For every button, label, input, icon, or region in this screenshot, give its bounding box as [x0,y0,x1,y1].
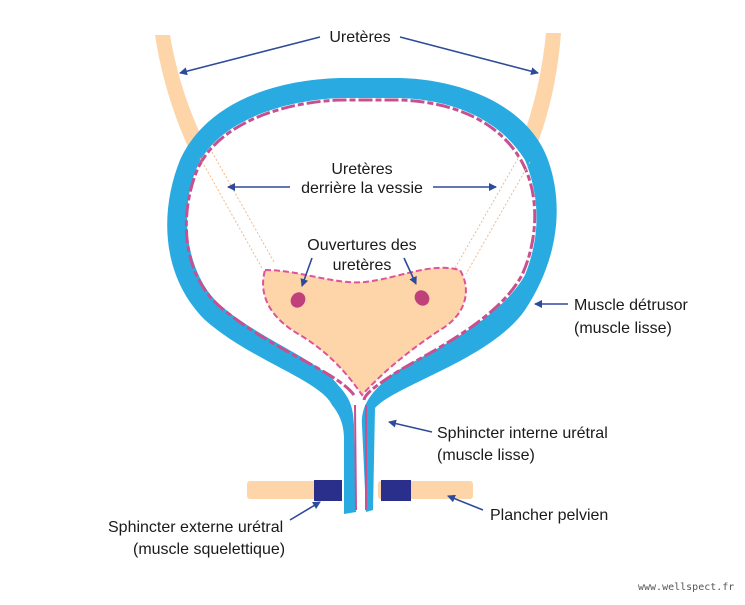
arrow-ureteres-left [179,36,321,76]
label-ureteres: Uretères [329,29,390,46]
label-sphincter-externe-line1: Sphincter externe urétral [108,519,283,536]
arrow-ouverture-right [403,257,417,285]
arrow-ouverture-left [300,257,313,287]
external-sphincter-right [381,480,411,501]
detrusor-muscle [167,78,557,514]
urethra-lining-left [354,404,357,511]
ureter-opening-left [290,292,306,308]
ureter-left [155,35,208,160]
ureter-opening-right [414,290,430,306]
ureter-right [518,33,561,158]
label-ureteres-derriere-line2: derrière la vessie [301,180,423,197]
label-ureteres-derriere-line1: Uretères [331,161,392,178]
arrow-sphincter-externe [289,501,321,521]
trigone [262,266,467,397]
label-sphincter-interne-line1: Sphincter interne urétral [437,425,608,442]
ureters-behind-bladder [199,151,531,275]
label-detrusor-line2: (muscle lisse) [574,320,672,337]
label-ouvertures-line1: Ouvertures des [307,237,416,254]
bladder-lining [184,98,537,401]
arrow-sphincter-interne [388,419,433,433]
label-sphincter-interne-line2: (muscle lisse) [437,447,535,464]
label-sphincter-externe-line2: (muscle squelettique) [133,541,285,558]
label-detrusor-line1: Muscle détrusor [574,297,688,314]
callout-arrows [179,36,568,521]
external-sphincter-left [314,480,342,501]
watermark: www.wellspect.fr [638,582,734,593]
arrow-plancher [447,494,484,511]
arrow-ureteres-right [399,36,539,76]
label-ouvertures-line2: uretères [333,257,392,274]
label-plancher-pelvien: Plancher pelvien [490,507,608,524]
